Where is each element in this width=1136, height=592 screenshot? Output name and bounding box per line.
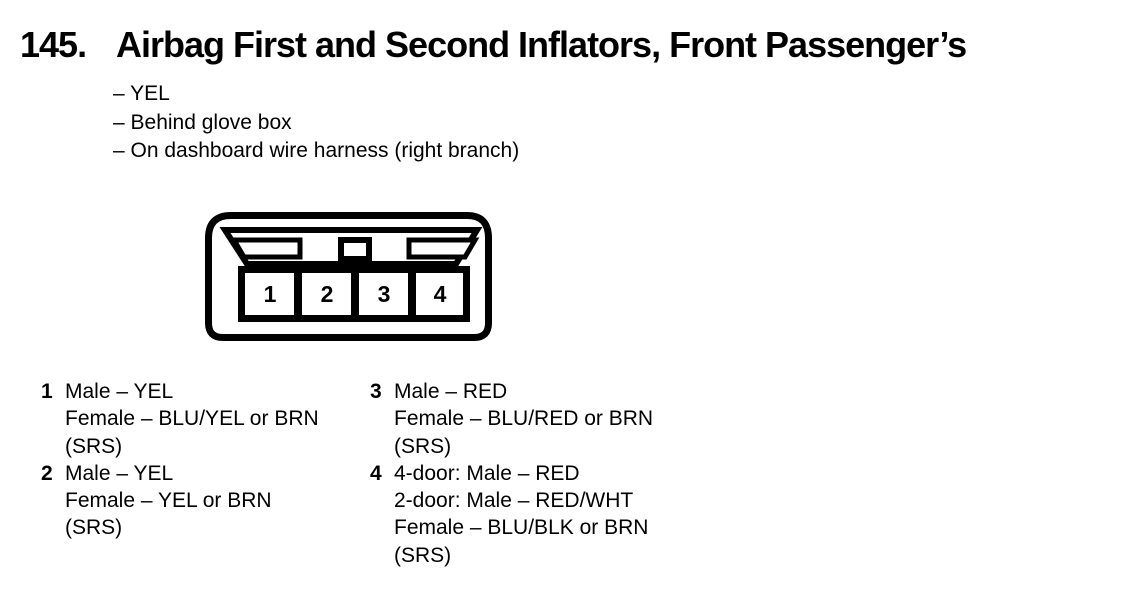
legend-item-pin-3: 3 Male – RED Female – BLU/RED or BRN (SR… bbox=[370, 378, 653, 460]
legend-pin-2-line-male: Male – YEL bbox=[65, 461, 174, 485]
connector-right-slot bbox=[406, 237, 480, 260]
legend-pin-1-lines: Male – YEL Female – BLU/YEL or BRN (SRS) bbox=[65, 378, 319, 460]
legend-pin-1-line-male: Male – YEL bbox=[65, 380, 174, 403]
connector-left-slot bbox=[229, 237, 303, 260]
legend-pin-4-number: 4 bbox=[370, 461, 382, 485]
legend-item-pin-2: 2 Male – YEL Female – YEL or BRN (SRS) bbox=[41, 460, 319, 542]
pin-cavity-1-label: 1 bbox=[264, 281, 277, 307]
legend-pin-4-line-4door: 4-door: Male – RED bbox=[394, 461, 580, 485]
legend-pin-3-line-female: Female – BLU/RED or BRN bbox=[394, 407, 654, 431]
pin-cavity-3-label: 3 bbox=[378, 281, 391, 307]
legend-pin-3-lines: Male – RED Female – BLU/RED or BRN (SRS) bbox=[394, 378, 653, 460]
legend-pin-2-number: 2 bbox=[41, 461, 53, 485]
legend-pin-4-lines: 4-door: Male – RED 2-door: Male – RED/WH… bbox=[394, 460, 653, 569]
legend-pin-1-line-female: Female – BLU/YEL or BRN bbox=[65, 407, 319, 431]
legend-pin-3-number: 3 bbox=[370, 380, 382, 403]
detail-line-location: – Behind glove box bbox=[113, 110, 292, 134]
legend-pin-4-line-female: Female – BLU/BLK or BRN bbox=[394, 516, 649, 540]
pin-cavity-2-label: 2 bbox=[321, 281, 334, 307]
legend-pin-2-lines: Male – YEL Female – YEL or BRN (SRS) bbox=[65, 460, 319, 542]
legend-pin-4-line-srs: (SRS) bbox=[394, 543, 452, 567]
pin-cavity-4-label: 4 bbox=[434, 281, 447, 307]
detail-line-harness: – On dashboard wire harness (right branc… bbox=[113, 139, 520, 162]
legend-pin-4-line-2door: 2-door: Male – RED/WHT bbox=[394, 489, 634, 513]
section-number: 145. bbox=[20, 24, 87, 65]
legend-pin-2-line-srs: (SRS) bbox=[65, 516, 123, 540]
legend-item-pin-1: 1 Male – YEL Female – BLU/YEL or BRN (SR… bbox=[41, 378, 319, 460]
connector-center-key bbox=[338, 237, 372, 262]
legend-pin-1-line-srs: (SRS) bbox=[65, 434, 123, 458]
connector-diagram: 1 2 3 4 bbox=[205, 212, 492, 341]
legend-pin-1-number: 1 bbox=[41, 380, 53, 403]
legend-pin-2-line-female: Female – YEL or BRN bbox=[65, 489, 272, 513]
page-title: Airbag First and Second Inflators, Front… bbox=[116, 24, 967, 65]
detail-notes: – YEL – Behind glove box – On dashboard … bbox=[113, 80, 519, 166]
legend-column-right: 3 Male – RED Female – BLU/RED or BRN (SR… bbox=[370, 378, 653, 569]
detail-line-color: – YEL bbox=[113, 82, 170, 105]
legend-item-pin-4: 4 4-door: Male – RED 2-door: Male – RED/… bbox=[370, 460, 653, 569]
legend-pin-3-line-male: Male – RED bbox=[394, 380, 508, 403]
legend-column-left: 1 Male – YEL Female – BLU/YEL or BRN (SR… bbox=[41, 378, 319, 542]
legend-pin-3-line-srs: (SRS) bbox=[394, 434, 452, 458]
